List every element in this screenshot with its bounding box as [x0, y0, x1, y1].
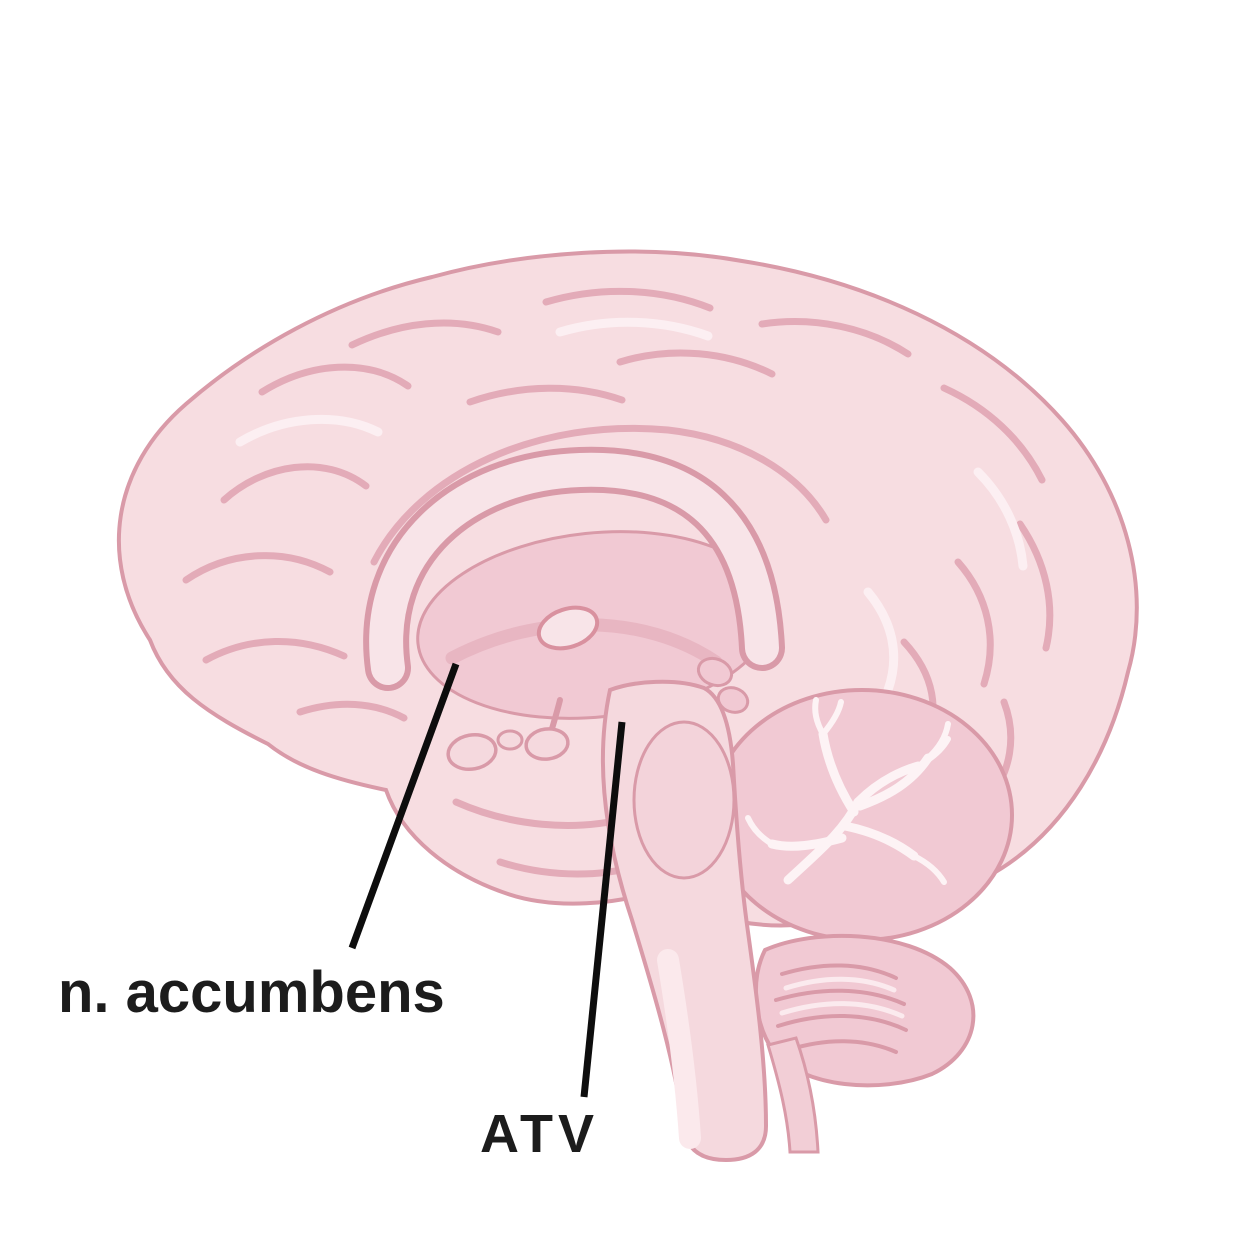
cerebellar-folia — [754, 933, 976, 1088]
label-atv: ATV — [480, 1104, 599, 1164]
label-n-accumbens: n. accumbens — [58, 960, 445, 1025]
hypothalamic-structures — [446, 697, 570, 772]
pointer-line-n-accumbens — [348, 662, 460, 950]
cerebellum-body — [710, 688, 1014, 942]
folia-highlights — [779, 976, 905, 1019]
gyri-highlight-lines — [235, 317, 1028, 695]
arbor-vitae-twigs — [745, 697, 951, 885]
cord-side-strip — [766, 1036, 820, 1154]
cerebellum — [710, 688, 1014, 1088]
interthalamic-adhesion — [536, 605, 600, 651]
medulla-stripe — [657, 949, 701, 1149]
midbrain-tectum — [696, 656, 750, 714]
sulci-lines — [182, 287, 1054, 878]
folia-ridges — [774, 963, 908, 1054]
pointer-line-atv — [580, 721, 626, 1098]
corpus-callosum — [363, 446, 785, 691]
pons — [632, 720, 736, 880]
arbor-vitae — [767, 729, 933, 885]
